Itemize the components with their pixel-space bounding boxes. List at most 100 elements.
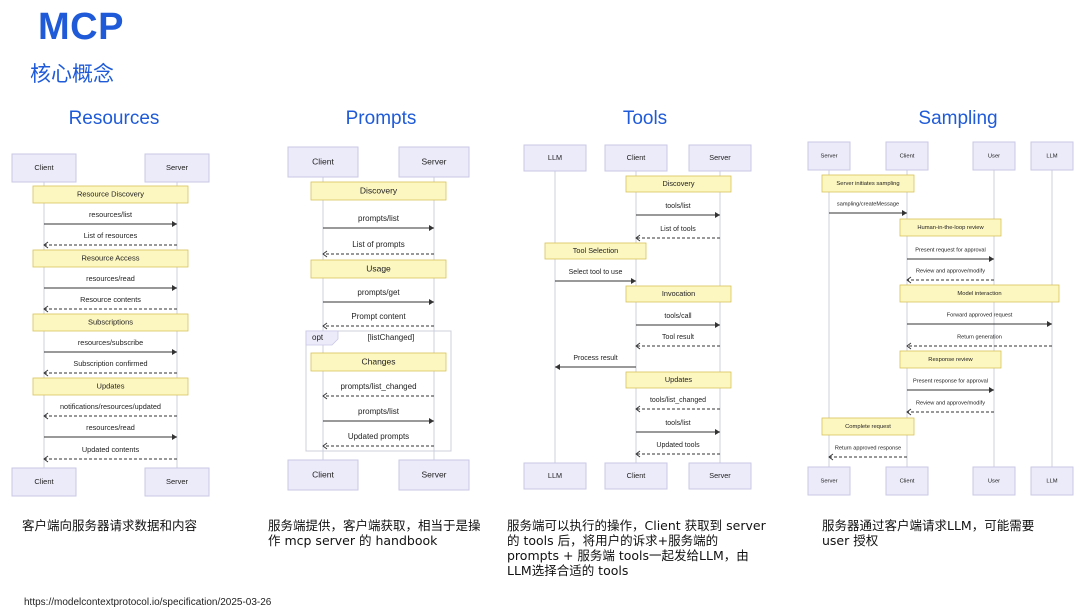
tools-group — [625, 285, 732, 303]
tools-group-label: Tool Selection — [573, 246, 618, 255]
prompts-message-head — [429, 225, 434, 231]
sampling-participant-top-label: User — [988, 154, 1000, 160]
tools-message-head — [635, 342, 641, 350]
sampling-participant-bottom-label: Client — [900, 479, 915, 485]
sampling-message-head — [828, 453, 834, 461]
sampling-group-label: Response review — [928, 357, 973, 363]
resources-message-head — [43, 455, 49, 463]
sampling-participant-bottom-label: LLM — [1046, 479, 1057, 485]
tools-message-head — [635, 405, 641, 413]
tools-message-head — [635, 234, 641, 242]
sampling-participant-bottom — [972, 466, 1016, 496]
sampling-participant-top — [1030, 141, 1074, 171]
sampling-message-head — [989, 256, 994, 262]
tools-message-label: tools/list_changed — [650, 397, 706, 404]
tools-participant-top-label: Server — [709, 153, 731, 162]
prompts-message-head — [429, 299, 434, 305]
tools-group — [625, 175, 732, 193]
resources-message-head — [172, 285, 177, 291]
sampling-group-label: Server initiates sampling — [836, 181, 899, 187]
resources-message-label: resources/read — [86, 423, 135, 432]
tools-message-label: Select tool to use — [569, 269, 623, 276]
sampling-group — [821, 174, 915, 193]
prompts-opt-label: opt — [312, 333, 324, 342]
resources-message-label: resources/read — [86, 274, 135, 283]
tools-message-label: tools/list — [665, 203, 690, 210]
resources-participant-bottom-label: Client — [34, 477, 54, 486]
tools-message-head — [715, 212, 720, 218]
prompts-group-label: Discovery — [360, 185, 398, 195]
sampling-message-head — [906, 276, 912, 284]
prompts-message-head — [322, 392, 328, 400]
prompts-message-label: prompts/list_changed — [340, 382, 416, 391]
sampling-message-label: Present request for approval — [915, 247, 986, 253]
prompts-participant-top-label: Client — [312, 156, 334, 166]
section-title-sampling: Sampling — [918, 108, 998, 129]
prompts-group — [310, 259, 447, 279]
tools-participant-top — [688, 144, 752, 172]
tools-message-head — [555, 364, 560, 370]
sampling-group — [899, 350, 1002, 369]
resources-participant-top-label: Server — [166, 163, 189, 172]
sampling-message-label: Review and approve/modify — [916, 268, 985, 274]
section-title-tools: Tools — [622, 108, 668, 129]
description-prompts: 服务端提供，客户端获取，相当于是操作 mcp server 的 handbook — [268, 518, 481, 548]
tools-participant-top-label: LLM — [548, 153, 562, 162]
prompts-message-label: prompts/list — [358, 214, 400, 223]
sampling-participant-top — [807, 141, 851, 171]
resources-participant-top — [144, 153, 210, 183]
prompts-group — [310, 181, 447, 201]
resources-group-label: Subscriptions — [88, 317, 133, 326]
prompts-message-label: Updated prompts — [348, 432, 409, 441]
prompts-participant-bottom — [287, 459, 359, 491]
resources-message-head — [172, 434, 177, 440]
section-title-resources: Resources — [68, 108, 160, 129]
tools-message-head — [715, 322, 720, 328]
resources-message-label: notifications/resources/updated — [60, 402, 161, 411]
prompts-participant-top — [287, 146, 359, 178]
sampling-message-label: sampling/createMessage — [837, 201, 899, 207]
sampling-group-label: Model interaction — [957, 291, 1001, 297]
sampling-group-label: Complete request — [845, 424, 891, 430]
prompts-message-head — [322, 250, 328, 258]
prompts-opt-condition: [listChanged] — [368, 333, 415, 342]
resources-message-head — [43, 305, 49, 313]
page-subtitle: 核心概念 — [30, 62, 114, 86]
sampling-participant-top — [972, 141, 1016, 171]
page-title: MCP — [38, 6, 124, 48]
resources-message-head — [43, 369, 49, 377]
sampling-group-label: Human-in-the-loop review — [917, 225, 984, 231]
sampling-message-label: Return approved response — [835, 445, 901, 451]
tools-participant-bottom — [604, 462, 668, 490]
tools-message-head — [631, 278, 636, 284]
resources-group-label: Resource Access — [82, 253, 140, 262]
sampling-participant-top — [885, 141, 929, 171]
prompts-opt-frame — [305, 330, 452, 452]
resources-message-label: Updated contents — [82, 445, 140, 454]
resources-message-label: resources/subscribe — [78, 338, 143, 347]
footer-url[interactable]: https://modelcontextprotocol.io/specific… — [24, 597, 272, 608]
tools-participant-bottom-label: LLM — [548, 471, 562, 480]
sampling-group — [821, 417, 915, 436]
tools-participant-bottom — [523, 462, 587, 490]
sampling-message-head — [1047, 321, 1052, 327]
sampling-message-head — [906, 408, 912, 416]
tools-message-label: List of tools — [660, 226, 696, 233]
resources-message-label: List of resources — [84, 231, 138, 240]
tools-message-label: Tool result — [662, 334, 694, 341]
tools-group-label: Invocation — [662, 289, 695, 298]
tools-group-label: Discovery — [662, 179, 694, 188]
description-tools: 服务端可以执行的操作，Client 获取到 server 的 tools 后，将… — [507, 518, 766, 578]
sampling-participant-bottom — [1030, 466, 1074, 496]
sampling-participant-top-label: LLM — [1046, 154, 1057, 160]
sampling-participant-top-label: Client — [900, 154, 915, 160]
description-resources: 客户端向服务器请求数据和内容 — [22, 518, 198, 533]
resources-participant-top-label: Client — [34, 163, 54, 172]
tools-participant-top — [523, 144, 587, 172]
prompts-message-head — [429, 418, 434, 424]
resources-message-label: Resource contents — [80, 295, 141, 304]
tools-participant-top-label: Client — [627, 153, 646, 162]
sampling-message-label: Return generation — [957, 334, 1002, 340]
description-sampling: 服务器通过客户端请求LLM，可能需要 user 授权 — [822, 518, 1035, 548]
